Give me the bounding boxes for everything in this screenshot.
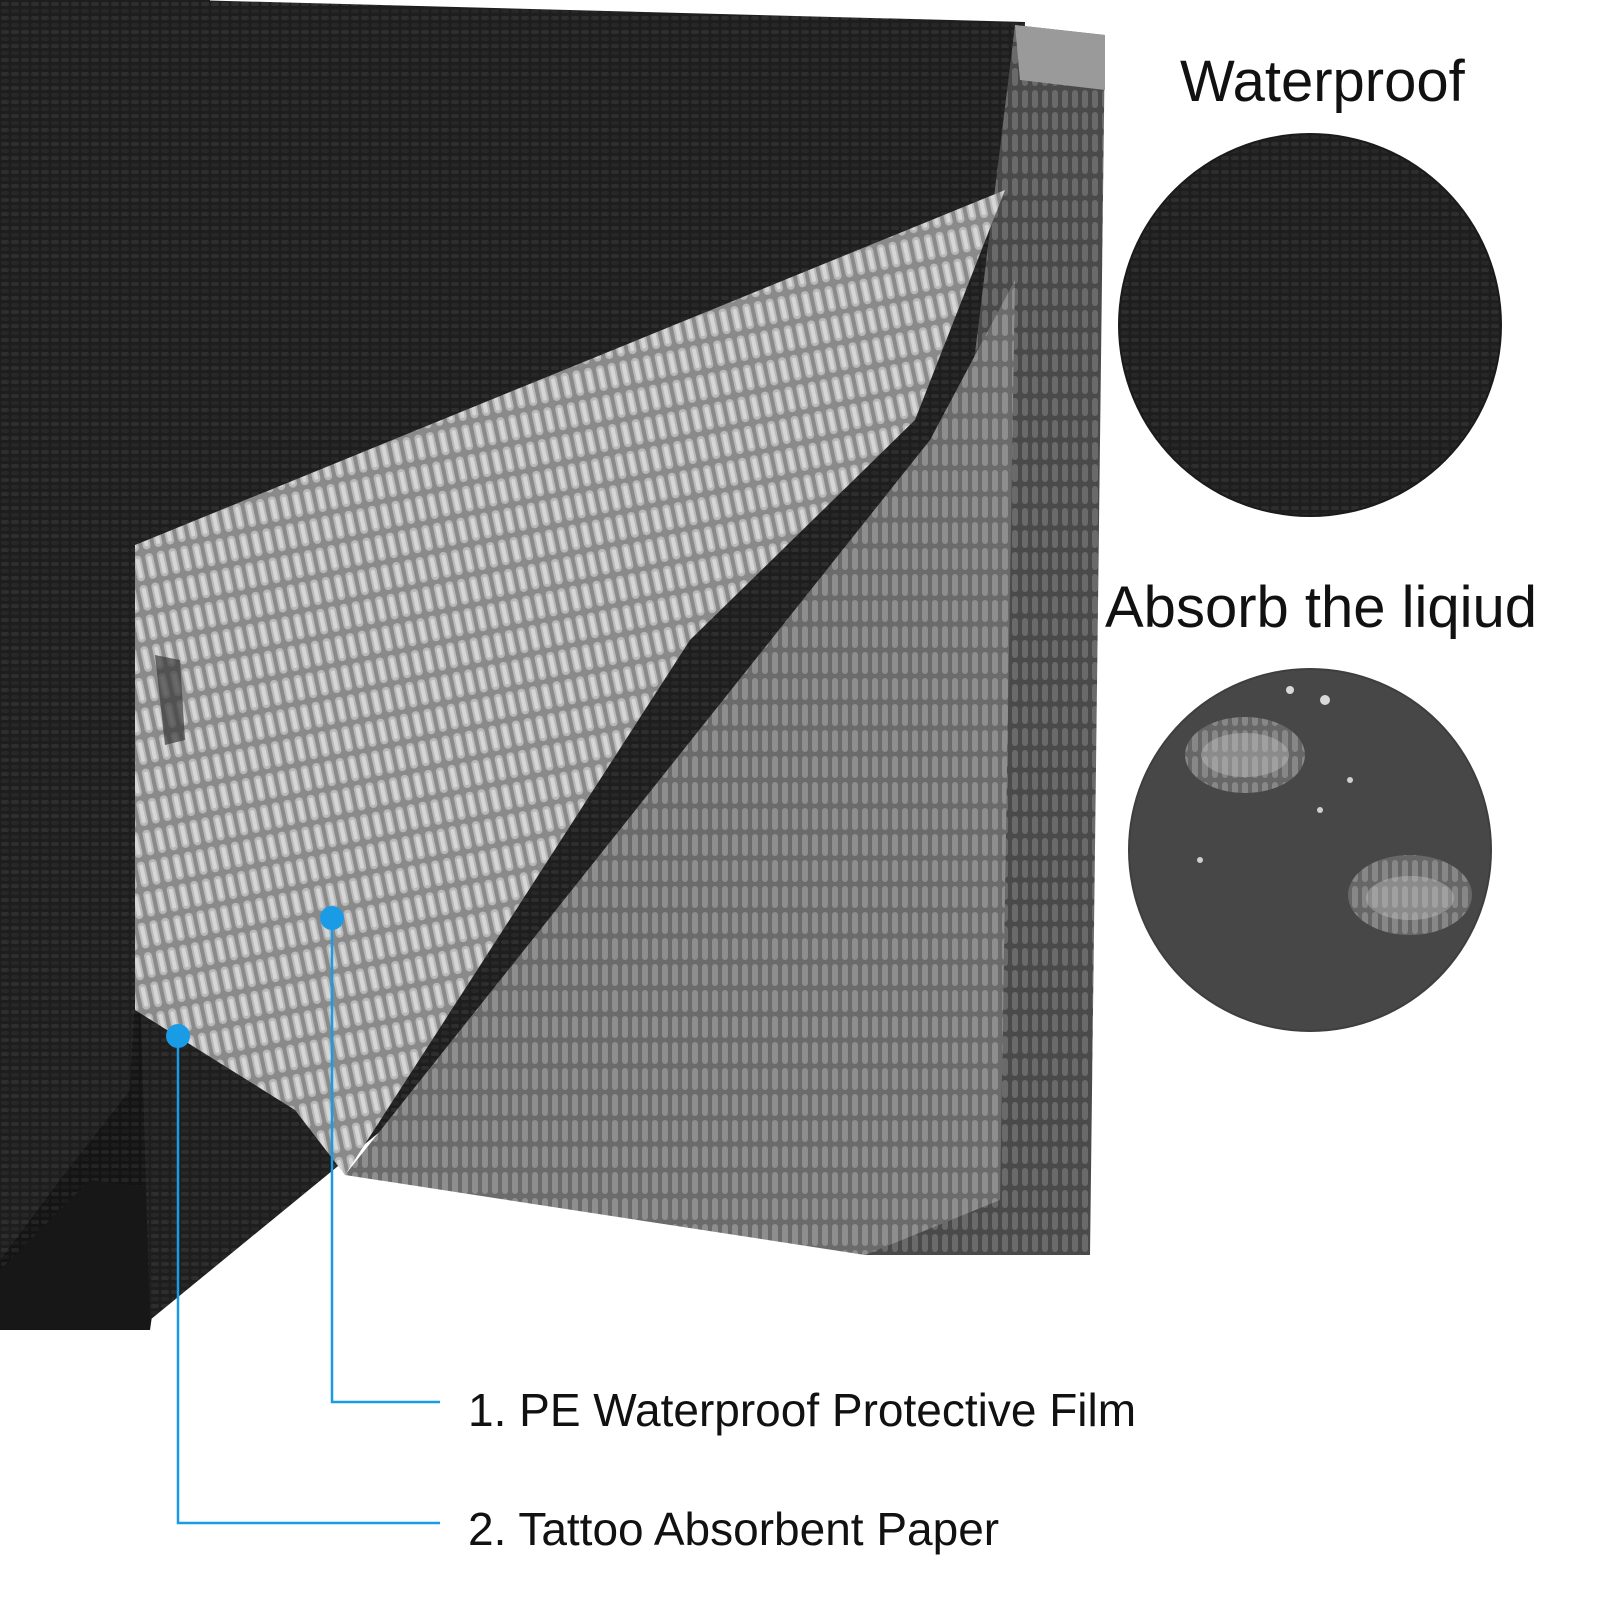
callout-label-layer-2: 2. Tattoo Absorbent Paper bbox=[468, 1503, 1000, 1555]
peeled-film bbox=[135, 190, 1005, 1175]
absorb-swatch bbox=[1128, 668, 1492, 1032]
callout-line-1 bbox=[330, 918, 440, 1404]
dot-marker-icon bbox=[320, 906, 344, 930]
absorb-heading: Absorb the liqiud bbox=[1105, 575, 1538, 640]
callout-lines bbox=[166, 906, 440, 1525]
callout-line-2 bbox=[176, 1036, 440, 1525]
dot-marker-icon bbox=[166, 1024, 190, 1048]
waterproof-swatch bbox=[1118, 133, 1502, 517]
waterproof-heading: Waterproof bbox=[1180, 49, 1465, 114]
callout-label-layer-1: 1. PE Waterproof Protective Film bbox=[468, 1384, 1137, 1436]
grey-layer bbox=[345, 25, 1105, 1255]
